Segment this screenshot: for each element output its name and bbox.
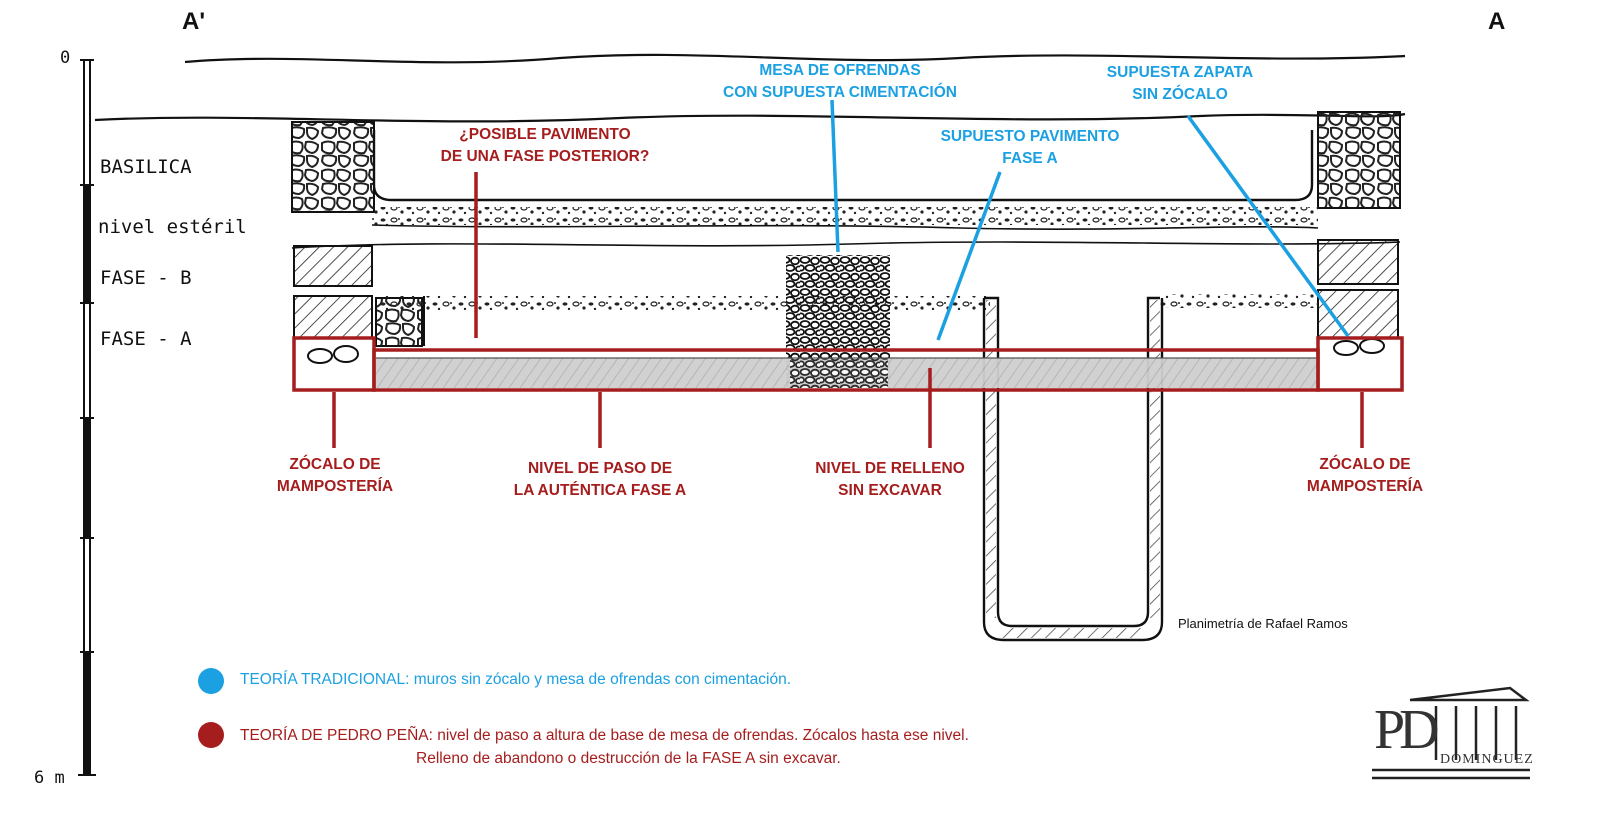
stratum-esteril: nivel estéril	[98, 216, 247, 238]
blue-leaders	[830, 99, 1350, 341]
trench	[982, 296, 1164, 642]
trench-hatch	[986, 300, 1160, 638]
basilica-walls	[291, 111, 1401, 213]
sterile-level	[291, 207, 1401, 249]
author-logo	[1372, 686, 1530, 780]
stratum-fase-b: FASE - B	[100, 267, 192, 289]
planimetry-credit: Planimetría de Rafael Ramos	[1178, 616, 1348, 631]
label-line: DE UNA FASE POSTERIOR?	[440, 148, 650, 165]
section-mark-left: A'	[182, 8, 206, 35]
label-line: SUPUESTA ZAPATA	[1106, 64, 1254, 81]
label-line: ¿POSIBLE PAVIMENTO	[459, 126, 631, 143]
label-line: ZÓCALO DE	[289, 456, 381, 473]
basilica-floor	[372, 130, 1314, 202]
scale-top-label: 0	[60, 48, 71, 68]
section-mark-right: A	[1488, 8, 1506, 35]
label-line: MAMPOSTERÍA	[276, 478, 394, 495]
label-line: NIVEL DE PASO DE	[527, 460, 673, 477]
label-line: FASE A	[1002, 150, 1058, 167]
label-supuesta-zapata: SUPUESTA ZAPATA SIN ZÓCALO	[1060, 62, 1300, 106]
label-supuesto-pavimento: SUPUESTO PAVIMENTO FASE A	[900, 126, 1160, 170]
fase-b-walls	[293, 239, 1399, 287]
label-relleno: NIVEL DE RELLENO SIN EXCAVAR	[790, 458, 990, 502]
label-line: NIVEL DE RELLENO	[815, 460, 965, 477]
ground-surface	[94, 53, 1406, 123]
label-zocalo-left: ZÓCALO DE MAMPOSTERÍA	[250, 454, 420, 498]
stratum-fase-a: FASE - A	[100, 328, 192, 350]
legend-red-dot	[198, 722, 224, 748]
label-nivel-paso: NIVEL DE PASO DE LA AUTÉNTICA FASE A	[480, 458, 720, 502]
label-line: SIN ZÓCALO	[1132, 86, 1228, 103]
legend-red-text-2: Relleno de abandono o destrucción de la …	[416, 750, 841, 767]
label-zocalo-right: ZÓCALO DE MAMPOSTERÍA	[1280, 454, 1450, 498]
label-line: ZÓCALO DE	[1319, 456, 1411, 473]
depth-scale	[78, 59, 96, 776]
logo-initials: PD	[1374, 699, 1440, 761]
label-line: SUPUESTO PAVIMENTO	[940, 128, 1120, 145]
socle-stones	[307, 338, 1385, 364]
red-leaders	[332, 172, 1364, 448]
label-mesa-ofrendas: MESA DE OFRENDAS CON SUPUESTA CIMENTACIÓ…	[690, 60, 990, 104]
label-line: MESA DE OFRENDAS	[759, 62, 921, 79]
label-line: CON SUPUESTA CIMENTACIÓN	[723, 84, 957, 101]
scale-bottom-label: 6 m	[34, 768, 65, 788]
stratum-basilica: BASILICA	[100, 156, 192, 178]
legend-blue-text: TEORÍA TRADICIONAL: muros sin zócalo y m…	[240, 671, 792, 688]
label-line: LA AUTÉNTICA FASE A	[513, 482, 687, 499]
label-line: SIN EXCAVAR	[838, 482, 942, 499]
logo-signature: DOMINGUEZ	[1440, 752, 1534, 767]
label-posible-pavimento: ¿POSIBLE PAVIMENTO DE UNA FASE POSTERIOR…	[410, 124, 680, 168]
legend-red-text-1: TEORÍA DE PEDRO PEÑA: nivel de paso a al…	[240, 727, 969, 744]
label-line: MAMPOSTERÍA	[1306, 478, 1424, 495]
legend-blue-dot	[198, 668, 224, 694]
red-boxes	[292, 336, 1404, 392]
